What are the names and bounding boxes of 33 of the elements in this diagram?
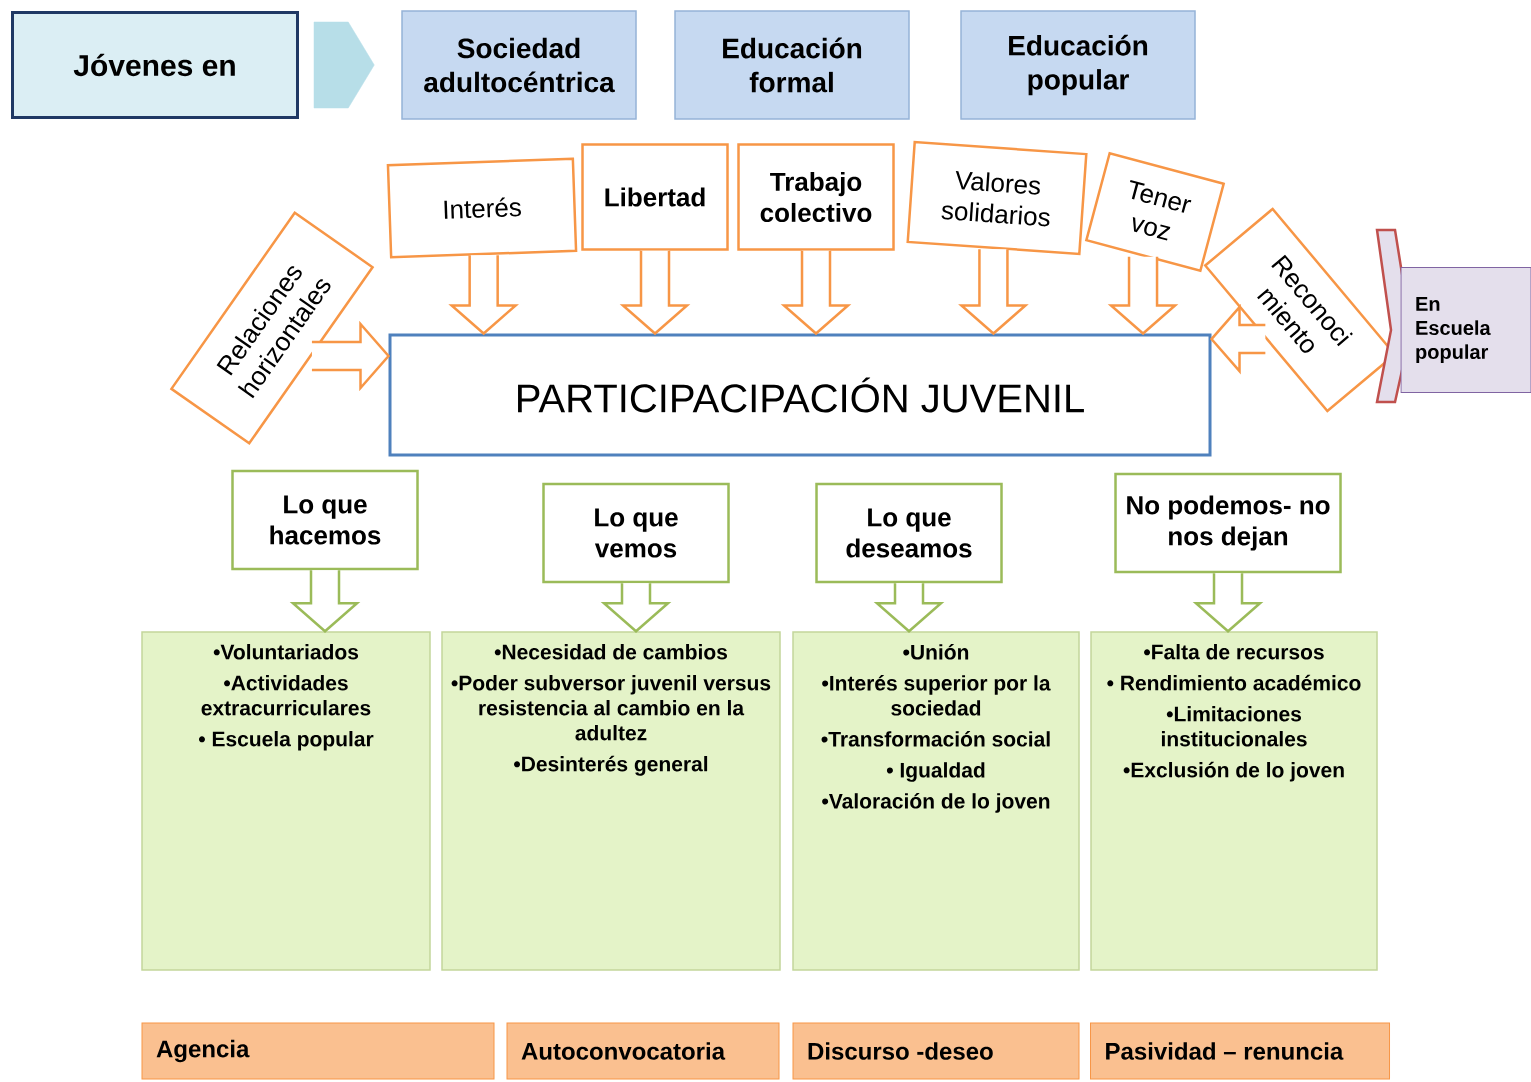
block-arrow [448, 254, 519, 336]
callout-box: Trabajo colectivo [737, 143, 895, 251]
block-arrow [780, 249, 852, 336]
title-box: Jóvenes en [11, 11, 299, 119]
category-box: Educación formal [674, 10, 910, 120]
callout-box: Valores solidarios [906, 140, 1088, 256]
block-arrow [1107, 255, 1179, 336]
block-arrow [1192, 572, 1264, 633]
category-box: Educación popular [960, 10, 1196, 120]
chevron-arrow [313, 21, 375, 109]
block-arrow [958, 247, 1029, 336]
block-arrow [619, 249, 691, 336]
category-box: Sociedad adultocéntrica [401, 10, 637, 120]
callout-box: Lo que hacemos [231, 469, 419, 571]
callout-box: No podemos- no nos dejan [1114, 472, 1342, 574]
block-arrow [289, 569, 361, 633]
list-box: •Unión •Interés superior por la sociedad •Transformación social • Igualdad •Valoración de lo joven [792, 631, 1080, 971]
callout-box: Lo que vemos [542, 482, 730, 584]
block-arrow [873, 582, 945, 633]
callout-box: Lo que deseamos [815, 482, 1003, 584]
category-bar: Autoconvocatoria [506, 1022, 780, 1080]
block-arrow [310, 320, 391, 392]
category-bar: Agencia [141, 1022, 495, 1080]
side-box: En Escuela popular [1375, 228, 1531, 404]
block-arrow [1209, 303, 1267, 375]
callout-box: Interés [386, 157, 578, 259]
list-box: •Necesidad de cambios •Poder subversor juvenil versus resistencia al cambio en la adultez •Desinterés general [441, 631, 781, 971]
callout-box: Libertad [581, 143, 729, 251]
category-bar: Discurso -deseo [792, 1022, 1080, 1080]
list-box: •Voluntariados •Actividades extracurriculares • Escuela popular [141, 631, 431, 971]
block-arrow [600, 582, 672, 633]
list-box: •Falta de recursos • Rendimiento académico •Limitaciones institucionales •Exclusión de lo joven [1090, 631, 1378, 971]
category-bar: Pasividad – renuncia [1090, 1022, 1390, 1080]
